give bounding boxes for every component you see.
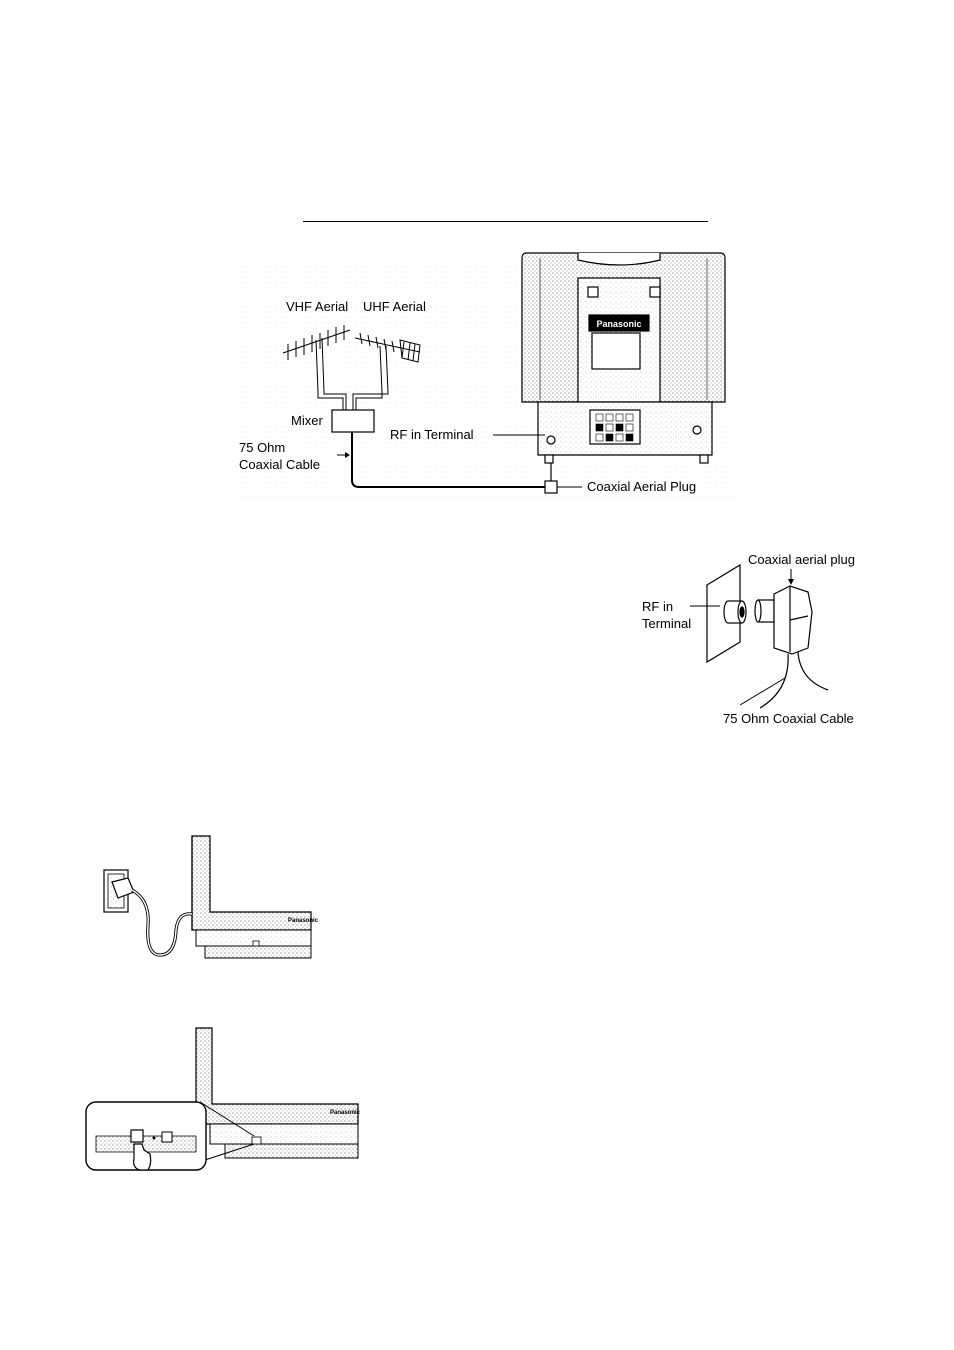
tv-base-2 [210,1124,358,1144]
power-button[interactable] [131,1130,143,1142]
power-button-small[interactable] [252,1137,261,1144]
power-brand-label: Panasonic [330,1110,361,1116]
